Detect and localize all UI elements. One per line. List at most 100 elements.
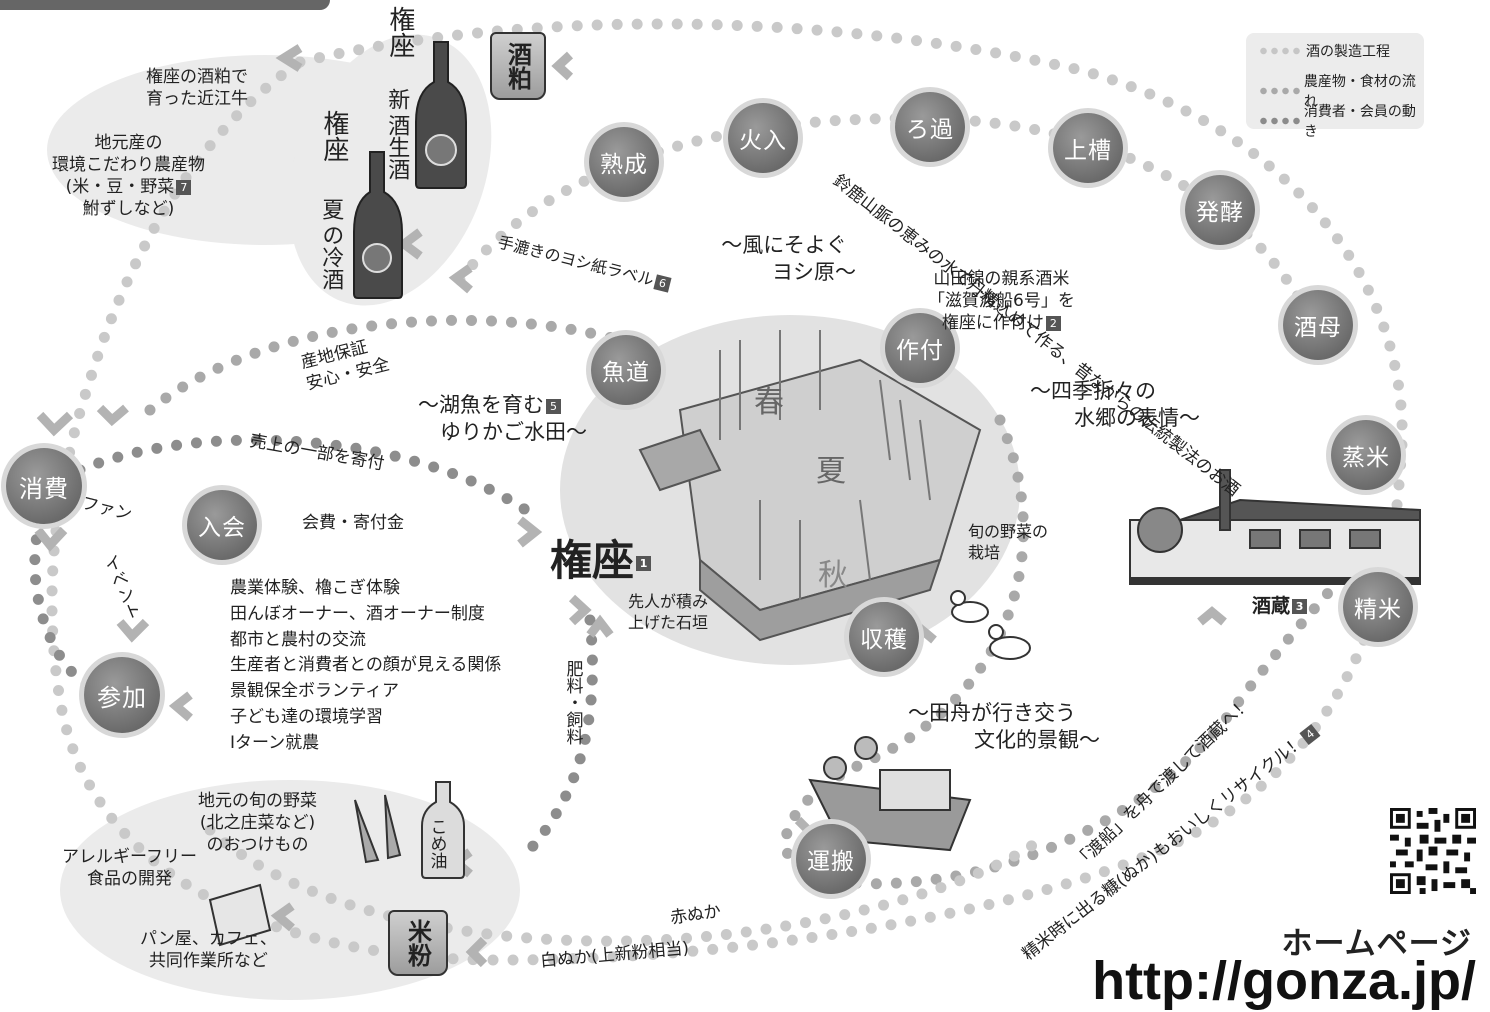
badge-5: 5 <box>546 398 561 414</box>
sake-bottle-summer-icon <box>353 151 403 299</box>
node-shohi: 消費 <box>6 448 82 524</box>
badge-2: 2 <box>1045 315 1061 331</box>
homepage-url-link[interactable]: http://gonza.jp/ <box>1092 951 1476 1011</box>
beef-line-2: 育った近江牛 <box>146 89 248 110</box>
node-shubo: 酒母 <box>1283 290 1353 360</box>
veg-line-1: 地元の旬の野菜 <box>198 791 317 811</box>
activity-item: 子ども達の環境学習 <box>230 707 383 728</box>
ishigaki-line-2: 上げた石垣 <box>628 612 709 632</box>
bakery-line-2: 共同作業所など <box>148 951 268 972</box>
season-summer: 夏 <box>816 454 846 489</box>
legend-item-sake-process: 酒の製造工程 <box>1258 41 1390 61</box>
node-unpan: 運搬 <box>796 824 866 894</box>
shun-text: 旬の野菜の 栽培 <box>968 522 1048 564</box>
sake-new-label-2: 酒生酒 <box>384 114 410 180</box>
arrow-chevron <box>96 404 129 427</box>
node-jukusei: 熟成 <box>589 127 659 197</box>
komeko-bag: 米粉 <box>388 910 448 976</box>
tabune-text: 〜田舟が行き交う 文化的景観〜 <box>908 700 1100 755</box>
gonza-title-text: 権座 <box>550 536 635 585</box>
yoshi-text: 〜風にそよぐ ヨシ原〜 <box>712 232 856 287</box>
yamada-line-2: 「滋賀渡船6号」を <box>928 291 1075 312</box>
arrow-chevron <box>168 691 193 722</box>
node-sanka: 参加 <box>84 657 160 733</box>
arrow-chevron <box>275 44 303 72</box>
arrow-chevron <box>448 264 473 294</box>
sake-brand-summer: 権座 <box>318 110 349 162</box>
node-joumai: 蒸米 <box>1331 420 1401 490</box>
shiki-text: 〜四季折々の 水郷の表情〜 <box>1030 378 1200 433</box>
node-sakutsuke: 作付 <box>885 313 955 383</box>
shiki-line-1: 〜四季折々の <box>1030 379 1156 403</box>
arrow-chevron <box>116 618 150 643</box>
rice-oil-bottle-icon <box>421 781 465 879</box>
beef-text: 権座の酒粕で 育った近江牛 <box>146 66 248 110</box>
qr-code-icon[interactable] <box>1390 808 1476 894</box>
allergy-line-1: アレルギーフリー <box>62 847 197 867</box>
season-autumn: 秋 <box>818 558 848 593</box>
legend-swatch <box>1258 86 1300 96</box>
node-nyukai: 入会 <box>187 490 257 560</box>
node-roka: ろ過 <box>895 92 965 162</box>
arrow-chevron <box>396 228 423 260</box>
arrow-chevron <box>34 526 68 552</box>
arrow-chevron <box>36 411 74 437</box>
legend-item-consumer-flow: 消費者・会員の動き <box>1258 101 1424 141</box>
activity-item: 都市と農村の交流 <box>230 629 366 650</box>
bakery-line-1: パン屋、カフェ、 <box>140 929 277 949</box>
shun-line-2: 栽培 <box>968 542 1001 562</box>
beef-line-1: 権座の酒粕で <box>146 67 248 87</box>
kosui-line-1-text: 〜湖魚を育む <box>418 393 544 417</box>
food-illustration <box>208 794 402 947</box>
local-line-4: 鮒ずしなど) <box>82 199 175 220</box>
bottom-flow-loop <box>204 824 1046 947</box>
legend-label: 農産物・食材の流れ <box>1303 74 1416 110</box>
veg-text: 地元の旬の野菜 (北之庄菜など) のおつけもの <box>198 790 317 856</box>
arrow-chevron <box>586 614 614 638</box>
yamada-line-3-text: 権座に作付け <box>941 313 1044 334</box>
sake-new-label-1: 新 <box>384 88 410 110</box>
homepage-label: ホームページ <box>1281 926 1472 962</box>
legend-swatch <box>1258 116 1300 126</box>
yoshi-line-2: ヨシ原〜 <box>772 260 856 285</box>
activity-item: 生産者と消費者との顔が見える関係 <box>230 655 502 676</box>
tabune-line-2: 文化的景観〜 <box>974 728 1100 753</box>
bakery-text: パン屋、カフェ、 共同作業所など <box>140 928 277 972</box>
node-seimai: 精米 <box>1343 572 1413 642</box>
allergy-line-2: 食品の開発 <box>86 869 172 890</box>
legend-swatch <box>1258 46 1302 56</box>
veg-line-2: (北之庄菜など) <box>199 813 316 834</box>
node-hiire: 火入 <box>728 103 798 173</box>
badge-3: 3 <box>1292 599 1308 614</box>
shiki-line-2: 水郷の表情〜 <box>1074 406 1200 431</box>
node-uomichi: 魚道 <box>591 335 661 405</box>
veg-line-3: のおつけもの <box>206 835 309 856</box>
activity-item: 農業体験、櫓こぎ体験 <box>230 578 400 598</box>
node-hakko: 発酵 <box>1185 175 1255 245</box>
hiryo-text: 肥料・飼料 <box>562 660 583 745</box>
brewery-illustration <box>1129 469 1421 585</box>
season-spring: 春 <box>754 385 784 420</box>
legend-label: 消費者・会員の動き <box>1303 104 1416 140</box>
top-tab-bar <box>0 0 330 10</box>
arrow-chevron <box>1197 606 1227 626</box>
local-line-3-text: (米・豆・野菜 <box>65 177 175 198</box>
node-shukaku: 収穫 <box>849 602 919 672</box>
activity-item: Iターン就農 <box>230 732 320 753</box>
arrow-chevron <box>551 51 574 81</box>
badge-1: 1 <box>636 556 652 571</box>
badge-7: 7 <box>176 179 192 195</box>
legend-item-crop-flow: 農産物・食材の流れ <box>1258 71 1424 111</box>
arrow-chevron <box>568 594 592 626</box>
yamada-line-1: 山田錦の親系酒米 <box>933 269 1070 289</box>
local-line-1: 地元産の <box>94 133 163 153</box>
sakekasu-bag: 酒粕 <box>490 32 546 100</box>
tabune-line-1: 〜田舟が行き交う <box>908 701 1076 725</box>
